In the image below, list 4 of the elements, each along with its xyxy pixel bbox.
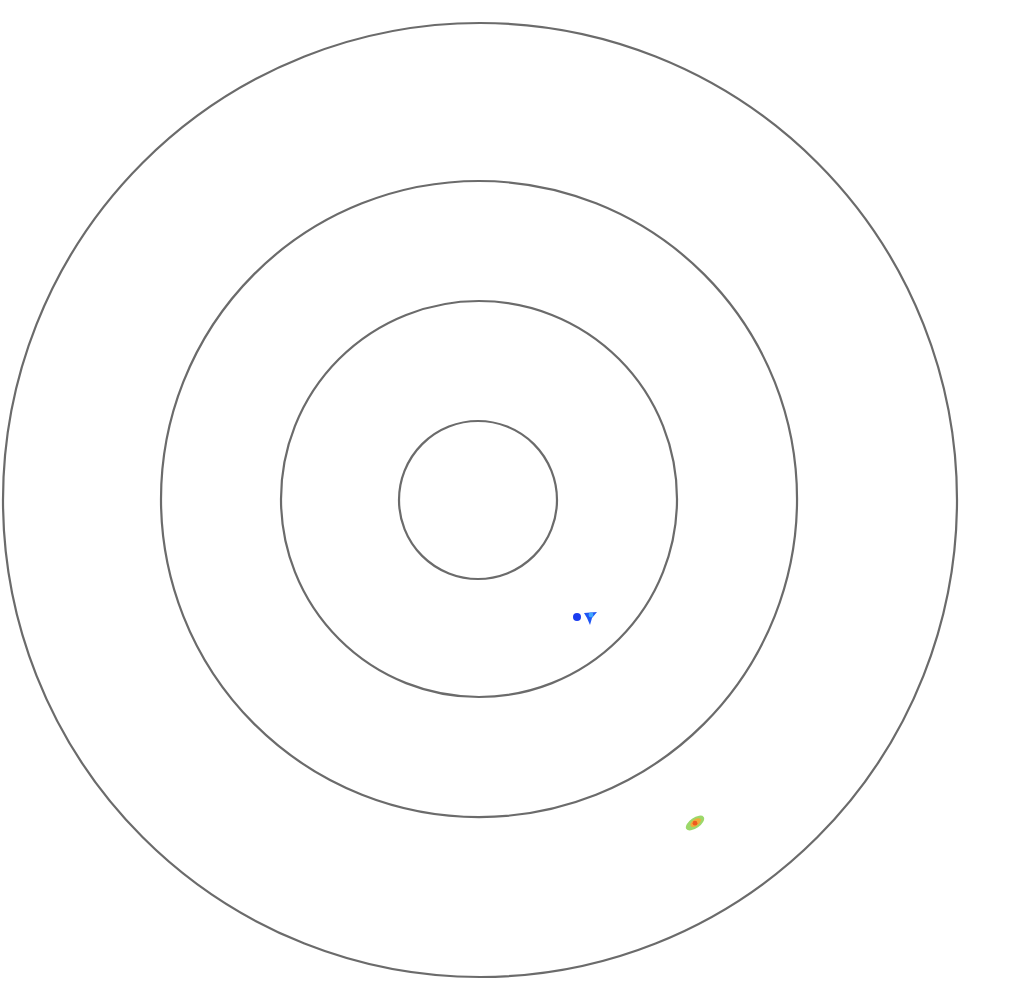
target-ring: [159, 180, 798, 819]
target-ring: [1, 22, 957, 978]
target-ring: [398, 419, 559, 580]
target-ring: [279, 300, 678, 699]
